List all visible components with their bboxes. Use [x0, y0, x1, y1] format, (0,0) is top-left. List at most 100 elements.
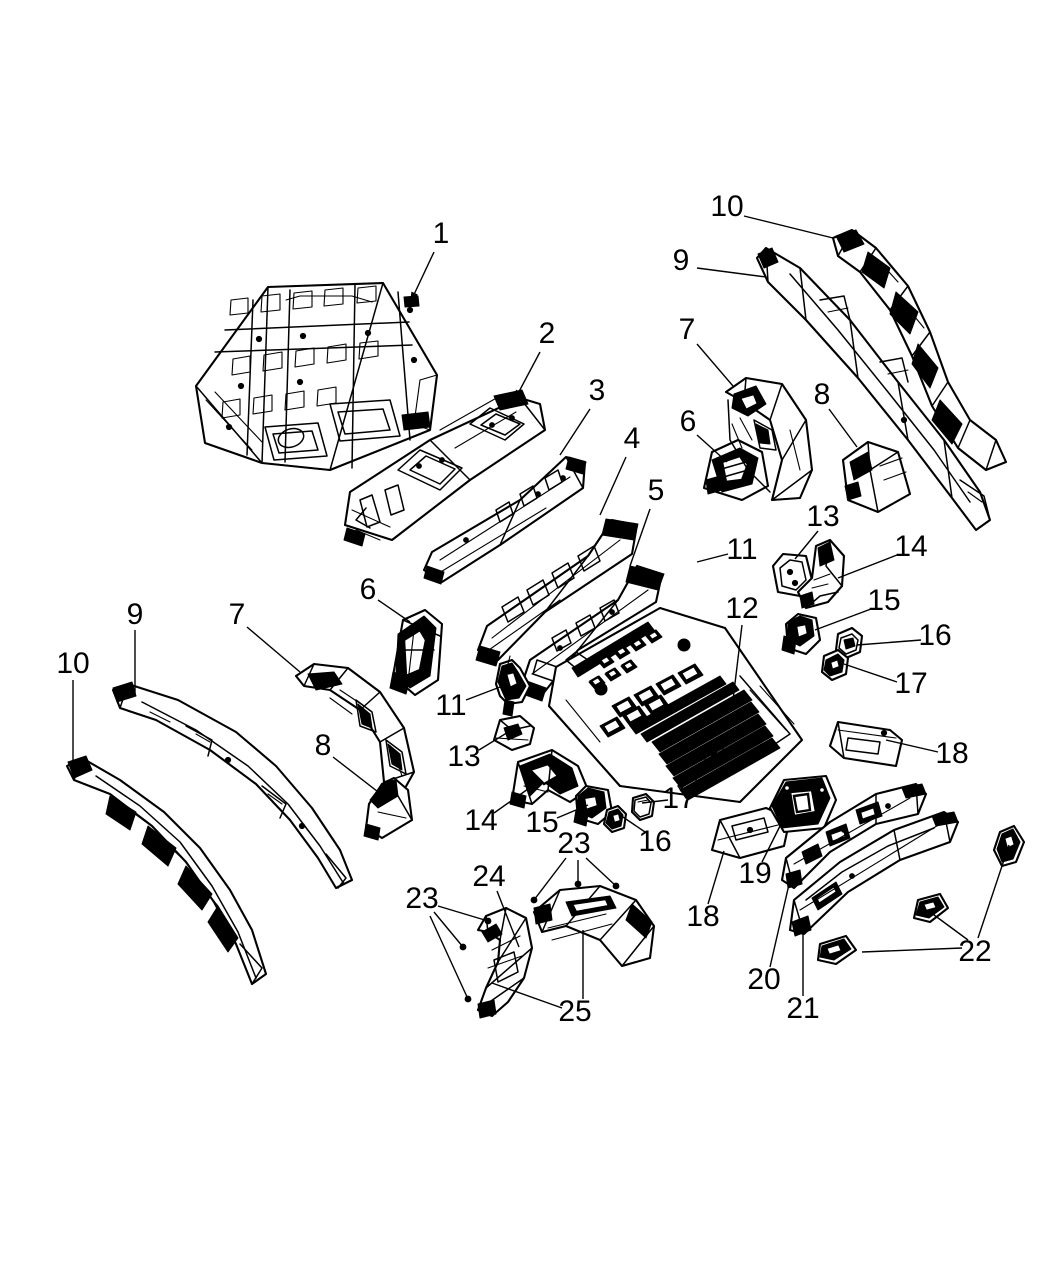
callout-16[interactable]: 16 — [619, 814, 672, 858]
callout-23[interactable] — [574, 860, 582, 888]
callout-23[interactable] — [433, 911, 467, 951]
callout-23[interactable]: 23 — [530, 827, 591, 904]
part-9b-rear-side-rail-upper[interactable] — [755, 246, 992, 532]
callout-15[interactable]: 15 — [814, 584, 901, 631]
callout-5[interactable]: 5 — [629, 474, 665, 567]
part-10a-rear-side-rail-lower[interactable] — [65, 755, 268, 986]
callout-25[interactable]: 25 — [491, 982, 592, 1028]
callout-23[interactable]: 23 — [405, 882, 492, 925]
callout-22[interactable]: 22 — [929, 911, 992, 968]
leader-line — [743, 215, 834, 239]
callout-1[interactable]: 1 — [409, 217, 449, 304]
callout-number-18: 18 — [686, 900, 719, 933]
part-3-floor-crossmember[interactable] — [422, 455, 587, 585]
callout-6[interactable]: 6 — [680, 405, 728, 463]
callout-8[interactable]: 8 — [315, 729, 383, 796]
leader-line — [696, 434, 728, 463]
leader-line — [761, 805, 791, 863]
callout-11[interactable]: 11 — [435, 683, 509, 722]
callout-number-17: 17 — [662, 782, 695, 815]
callout-24[interactable]: 24 — [472, 860, 520, 948]
callout-3[interactable]: 3 — [559, 374, 605, 456]
callout-2[interactable]: 2 — [513, 317, 555, 402]
leader-line — [559, 408, 591, 456]
callout-number-11: 11 — [726, 533, 757, 566]
callout-23[interactable] — [429, 915, 472, 1003]
leader-line — [433, 911, 464, 948]
callout-number-13: 13 — [806, 500, 839, 533]
part-13a-reinforcement-plate[interactable] — [492, 714, 536, 752]
part-8a-rail-ext-bracket[interactable] — [363, 776, 414, 841]
callout-12[interactable]: 12 — [725, 592, 759, 701]
callout-7[interactable]: 7 — [229, 598, 301, 673]
callout-number-14: 14 — [894, 530, 927, 563]
callout-13[interactable]: 13 — [447, 730, 511, 773]
callout-22[interactable] — [977, 844, 1010, 939]
callout-8[interactable]: 8 — [814, 378, 858, 448]
leader-line — [856, 639, 922, 646]
part-4-seat-crossmember-front[interactable] — [475, 518, 639, 667]
callout-number-5: 5 — [648, 474, 665, 507]
part-6a-wheelhouse-bracket[interactable] — [389, 608, 444, 697]
callout-number-23: 23 — [557, 827, 590, 860]
part-14b-corner-gusset[interactable] — [796, 538, 846, 610]
callout-17[interactable]: 17 — [843, 663, 928, 700]
callout-9[interactable]: 9 — [127, 598, 144, 695]
part-20-rear-crossmember-upper[interactable] — [780, 782, 928, 890]
part-22b-bumper-shim[interactable] — [912, 892, 950, 924]
callout-22[interactable] — [861, 947, 963, 953]
part-25-wheelhouse-outer-rear[interactable] — [532, 884, 656, 968]
part-16a-nut-retainer[interactable] — [602, 804, 628, 834]
part-19-spare-tire-bracket[interactable] — [768, 774, 838, 834]
part-7b-wheelhouse-inner[interactable] — [724, 376, 814, 502]
callout-15[interactable]: 15 — [525, 804, 589, 839]
part-1-front-floor-pan[interactable] — [194, 281, 439, 472]
leader-line — [696, 553, 729, 563]
part-24-wheelhouse-outer-front[interactable] — [476, 906, 534, 1019]
callout-20[interactable]: 20 — [747, 879, 791, 996]
part-17a-cage-nut[interactable] — [630, 792, 656, 822]
callout-14[interactable]: 14 — [464, 788, 529, 837]
part-17b-cage-nut[interactable] — [820, 648, 850, 682]
callout-16[interactable]: 16 — [856, 619, 952, 652]
callout-6[interactable]: 6 — [360, 573, 411, 623]
part-18a-closeout-panel[interactable] — [828, 720, 904, 768]
callout-13[interactable]: 13 — [794, 500, 840, 560]
part-8b-rail-ext-bracket[interactable] — [841, 440, 912, 514]
part-15b-mounting-bracket[interactable] — [781, 612, 822, 656]
callout-number-6: 6 — [360, 573, 377, 606]
callout-18[interactable]: 18 — [885, 737, 969, 770]
callout-23[interactable] — [585, 857, 620, 890]
part-21-rear-crossmember-lower[interactable] — [788, 810, 960, 937]
callout-18[interactable]: 18 — [686, 850, 725, 933]
leader-dot — [530, 896, 538, 904]
callout-10[interactable]: 10 — [56, 647, 90, 762]
callout-10[interactable]: 10 — [710, 190, 834, 239]
leader-line — [585, 857, 617, 887]
callout-4[interactable]: 4 — [599, 422, 640, 516]
callout-9[interactable]: 9 — [673, 244, 767, 278]
callout-21[interactable]: 21 — [786, 930, 820, 1025]
callout-19[interactable]: 19 — [738, 805, 791, 890]
callout-number-9: 9 — [127, 598, 144, 631]
callout-number-6: 6 — [680, 405, 697, 438]
callout-number-20: 20 — [747, 963, 780, 996]
part-9a-rear-side-rail-upper[interactable] — [111, 681, 354, 890]
leader-dot — [574, 880, 582, 888]
part-11a-floor-support-bracket[interactable] — [494, 655, 532, 717]
callout-7[interactable]: 7 — [679, 313, 734, 387]
leader-dot — [459, 943, 467, 951]
leader-line — [332, 756, 383, 796]
callout-number-14: 14 — [464, 804, 497, 837]
leader-line — [828, 408, 858, 448]
leader-line — [437, 905, 489, 922]
part-10b-rear-side-rail-lower[interactable] — [831, 228, 1008, 472]
callout-number-8: 8 — [315, 729, 332, 762]
part-22c-bumper-shim[interactable] — [816, 934, 858, 966]
leader-dot — [464, 995, 472, 1003]
callout-17[interactable]: 17 — [641, 782, 696, 815]
callout-11[interactable]: 11 — [696, 533, 758, 566]
callout-number-25: 25 — [558, 995, 591, 1028]
leader-line — [478, 730, 511, 751]
callout-14[interactable]: 14 — [837, 530, 928, 579]
